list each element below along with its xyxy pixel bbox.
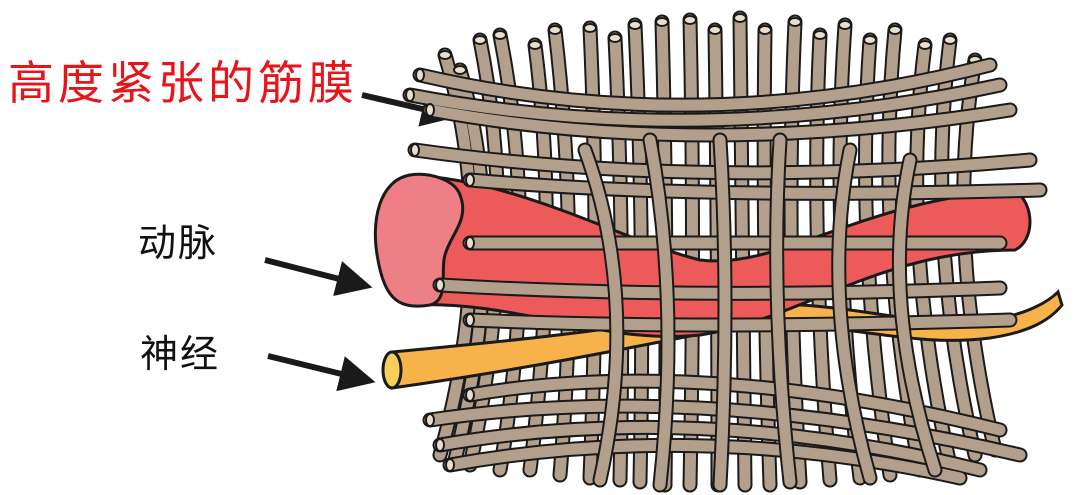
label-artery: 动脉 [138,221,219,265]
fascia-fibers-front [577,132,943,493]
label-nerve: 神经 [140,332,221,376]
arrow-nerve [267,353,376,392]
arrow-artery [264,257,373,296]
label-tense-fascia: 高度紧张的筋膜 [8,56,358,110]
